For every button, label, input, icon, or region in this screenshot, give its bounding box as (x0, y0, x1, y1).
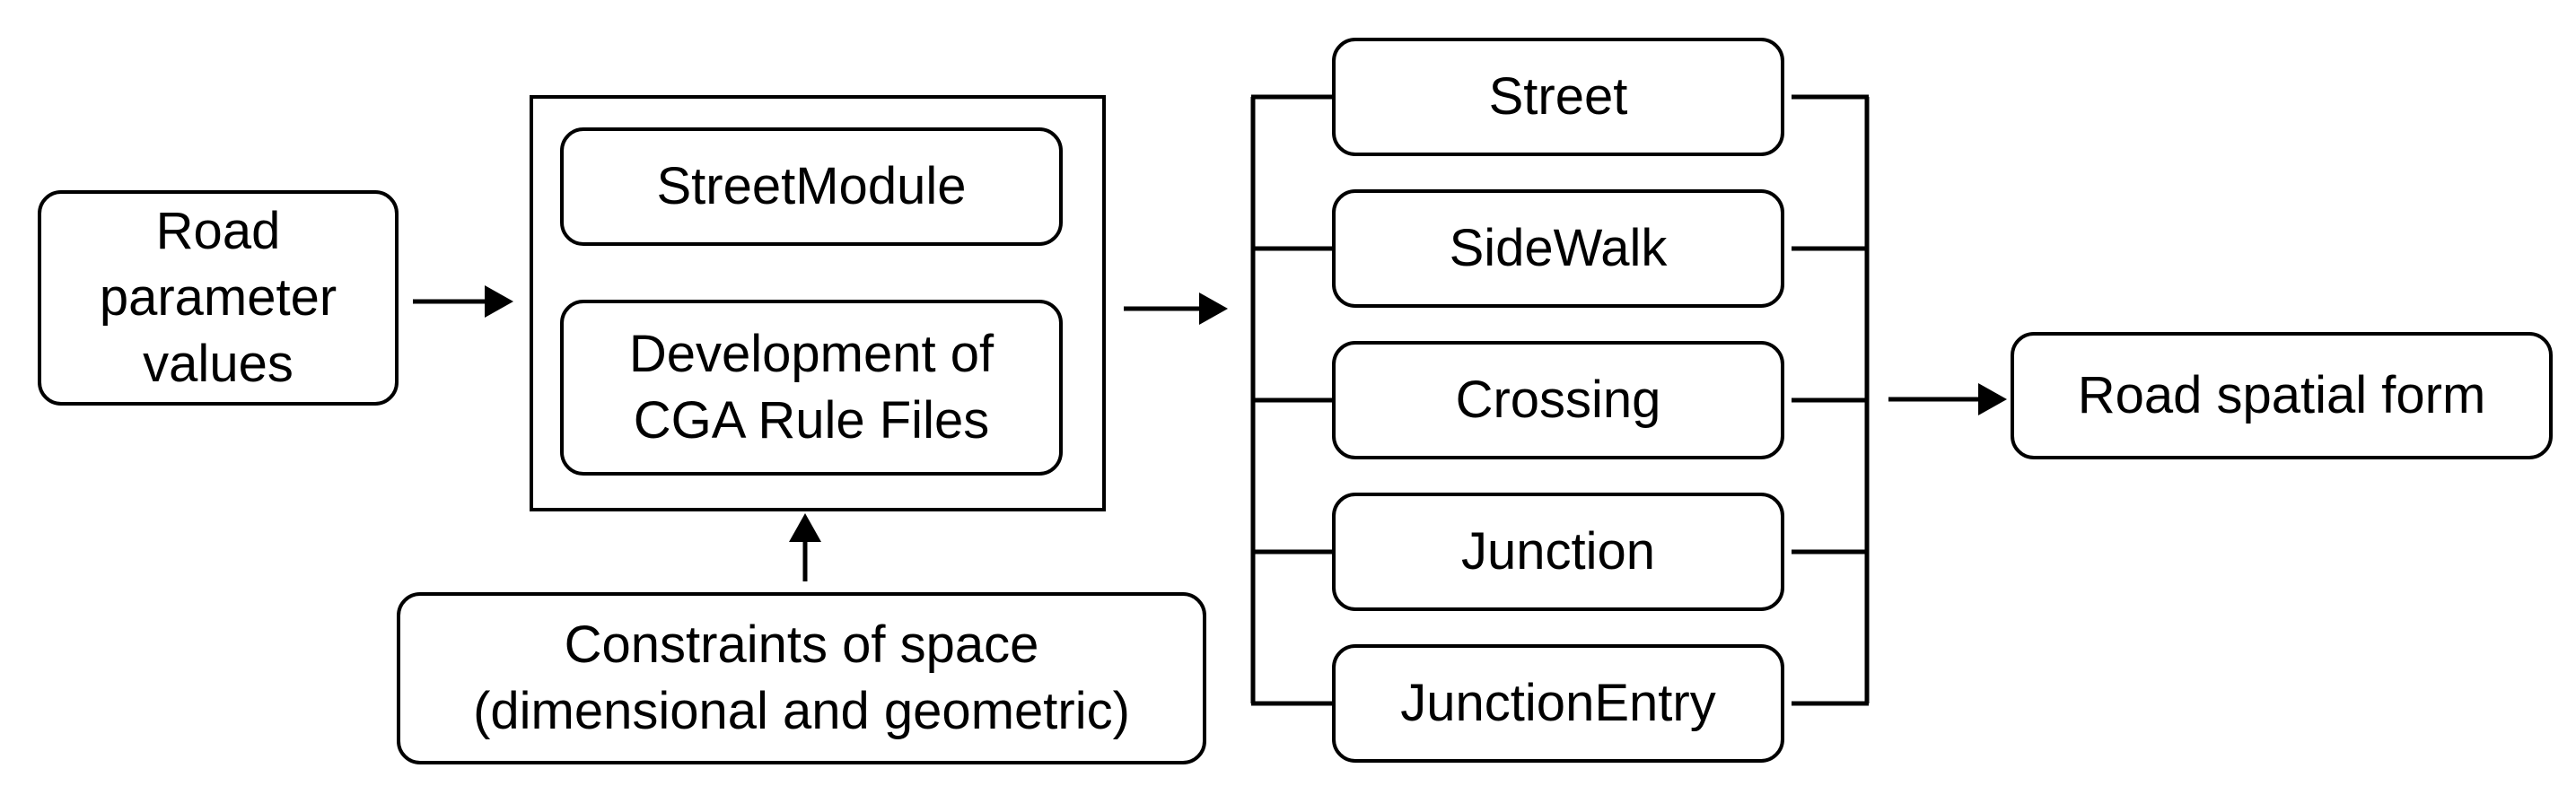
arrow-components-to-output (1888, 383, 2007, 415)
components-right-bracket (1792, 94, 1870, 706)
component-sidewalk-box: SideWalk (1332, 189, 1784, 308)
arrow-module-to-components (1124, 293, 1228, 325)
arrow-input-to-module (413, 285, 513, 318)
cga-rule-files-box: Development of CGA Rule Files (560, 300, 1063, 476)
road-spatial-form-box: Road spatial form (2011, 332, 2553, 459)
arrow-constraints-to-module (789, 513, 821, 581)
components-left-bracket (1250, 94, 1332, 706)
street-module-box: StreetModule (560, 127, 1063, 246)
module-container (530, 95, 1106, 511)
component-crossing-box: Crossing (1332, 341, 1784, 459)
constraints-box: Constraints of space (dimensional and ge… (397, 592, 1206, 764)
component-junction-box: Junction (1332, 493, 1784, 611)
component-junction-entry-box: JunctionEntry (1332, 644, 1784, 763)
road-parameter-values-box: Road parameter values (38, 190, 399, 406)
component-street-box: Street (1332, 38, 1784, 156)
